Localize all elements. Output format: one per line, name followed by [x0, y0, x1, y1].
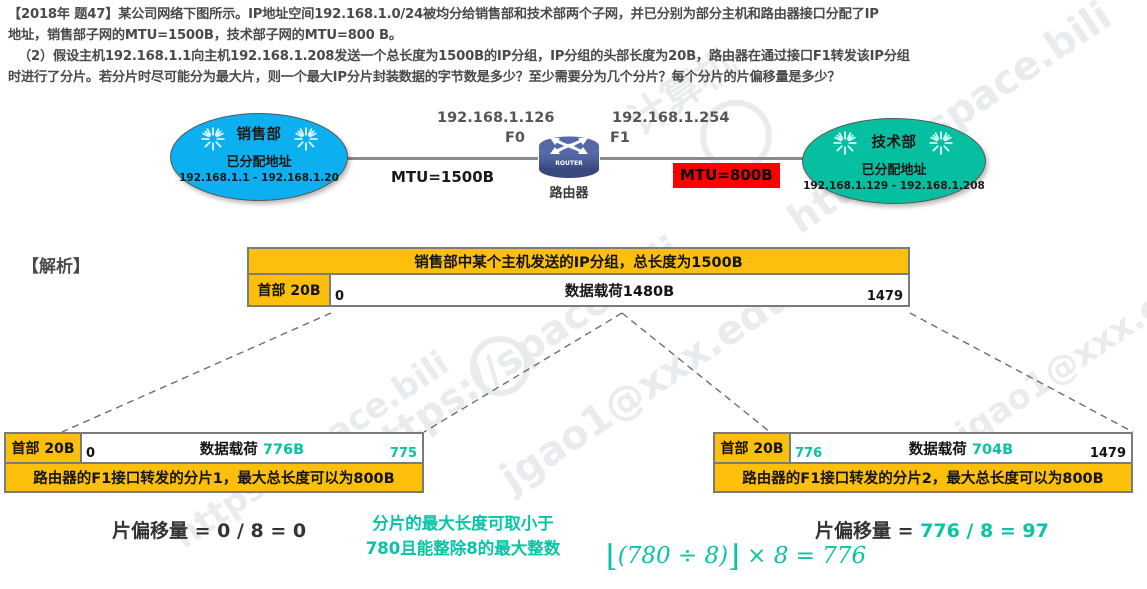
fragment-2-row: 首部 20B 776 数据载荷 704B 1479: [713, 432, 1133, 464]
main-packet-index-end: 1479: [866, 289, 903, 304]
fragment-1-diagram: 首部 20B 0 数据载荷 776B 775 路由器的F1接口转发的分片1，最大…: [4, 432, 424, 493]
fragment-1-payload-prefix: 数据载荷: [199, 441, 263, 458]
interface-f0-name: F0: [505, 130, 525, 146]
main-packet-index-start: 0: [335, 289, 345, 304]
fragment-1-payload-value: 776B: [262, 441, 305, 458]
fragment-2-header-field: 首部 20B: [713, 432, 791, 464]
router-icon: ROUTER: [539, 136, 599, 178]
fragment-1-caption: 路由器的F1接口转发的分片1，最大总长度可以为800B: [4, 464, 424, 493]
interface-f1-name: F1: [610, 130, 630, 146]
main-packet-payload-label: 数据载荷1480B: [564, 283, 675, 300]
sales-address-range: 192.168.1.1 - 192.168.1.20: [179, 172, 339, 184]
fragment-2-payload-label: 数据载荷 704B: [909, 438, 1013, 459]
router-badge-text: ROUTER: [555, 160, 583, 167]
fragment-2-index-end: 1479: [1089, 446, 1126, 461]
main-packet-diagram: 销售部中某个主机发送的IP分组，总长度为1500B 首部 20B 0 数据载荷1…: [247, 247, 910, 307]
fragment-2-index-start: 776: [795, 446, 823, 461]
main-packet-payload-field: 0 数据载荷1480B 1479: [331, 275, 910, 307]
floor-math-tail: × 8 = 776: [747, 543, 867, 569]
fragment-2-diagram: 首部 20B 776 数据载荷 704B 1479 路由器的F1接口转发的分片2…: [713, 432, 1133, 493]
mtu-sales-label: MTU=1500B: [391, 168, 495, 186]
floor-math-expression: ⌊(780 ÷ 8)⌋ × 8 = 776: [606, 542, 867, 572]
interface-f1-ip: 192.168.1.254: [612, 110, 730, 126]
link-router-tech: [600, 157, 808, 160]
sales-title: 销售部: [236, 127, 282, 143]
burst-icon: [294, 127, 318, 151]
floor-math-inner: (780 ÷ 8): [617, 543, 729, 569]
question-text: 【2018年 题47】某公司网络下图所示。IP地址空间192.168.1.0/2…: [8, 4, 1138, 88]
router-label: 路由器: [549, 186, 589, 201]
question-line-1: 【2018年 题47】某公司网络下图所示。IP地址空间192.168.1.0/2…: [8, 7, 879, 22]
fragment-2-payload-value: 704B: [971, 441, 1014, 458]
max-fragment-note-line-2: 780且能整除8的最大整数: [365, 539, 561, 558]
fragment-2-offset-formula: 片偏移量 = 776 / 8 = 97: [815, 516, 1049, 543]
floor-bracket-close-icon: ⌋: [728, 539, 740, 574]
tech-subtitle: 已分配地址: [861, 163, 927, 178]
tech-address-range: 192.168.1.129 - 192.168.1.208: [803, 180, 985, 192]
fragment-2-payload-field: 776 数据载荷 704B 1479: [791, 432, 1133, 464]
fragment-1-index-start: 0: [86, 446, 96, 461]
max-fragment-note-line-1: 分片的最大长度可取小于: [372, 514, 554, 533]
watermark-ring-icon: [470, 336, 530, 396]
burst-icon: [201, 127, 225, 151]
fragment-2-offset-label: 片偏移量 =: [815, 520, 921, 542]
main-packet-row: 首部 20B 0 数据载荷1480B 1479: [247, 275, 910, 307]
fragment-2-caption: 路由器的F1接口转发的分片2，最大总长度可以为800B: [713, 464, 1133, 493]
fragment-1-payload-label: 数据载荷 776B: [200, 438, 304, 459]
burst-icon: [833, 131, 857, 155]
max-fragment-note: 分片的最大长度可取小于 780且能整除8的最大整数: [325, 511, 601, 561]
fragment-1-payload-field: 0 数据载荷 776B 775: [82, 432, 424, 464]
sales-subtitle: 已分配地址: [226, 155, 292, 170]
main-packet-caption: 销售部中某个主机发送的IP分组，总长度为1500B: [247, 247, 910, 275]
tech-subnet-node: 技术部 已分配地址 192.168.1.129 - 192.168.1.208: [802, 118, 986, 204]
sales-subnet-node: 销售部 已分配地址 192.168.1.1 - 192.168.1.20: [170, 113, 348, 201]
fragment-2-offset-slash: /: [959, 520, 980, 542]
fragment-2-offset-result: 8 = 97: [980, 520, 1049, 542]
question-line-2: 地址，销售部子网的MTU=1500B，技术部子网的MTU=800 B。: [8, 28, 402, 43]
fragment-1-row: 首部 20B 0 数据载荷 776B 775: [4, 432, 424, 464]
main-packet-header-field: 首部 20B: [247, 275, 331, 307]
question-line-3: （2）假设主机192.168.1.1向主机192.168.1.208发送一个总长…: [18, 49, 910, 64]
analysis-label: 【解析】: [22, 257, 90, 277]
link-sales-router: [342, 157, 538, 160]
watermark-text: jgao1@xxx.edu.cn: [948, 226, 1147, 454]
fragment-2-payload-prefix: 数据载荷: [908, 441, 972, 458]
mtu-tech-badge: MTU=800B: [673, 163, 780, 188]
fragment-1-index-end: 775: [389, 446, 417, 461]
fragment-2-offset-numerator: 776: [920, 520, 960, 542]
fragment-1-header-field: 首部 20B: [4, 432, 82, 464]
question-line-4: 时进行了分片。若分片时尽可能分为最大片，则一个最大IP分片封装数据的字节数是多少…: [8, 70, 841, 85]
floor-bracket-open-icon: ⌊: [606, 539, 618, 574]
burst-icon: [929, 131, 953, 155]
interface-f0-ip: 192.168.1.126: [437, 110, 555, 126]
fragment-1-offset-formula: 片偏移量 = 0 / 8 = 0: [112, 520, 307, 542]
tech-title: 技术部: [871, 135, 917, 151]
